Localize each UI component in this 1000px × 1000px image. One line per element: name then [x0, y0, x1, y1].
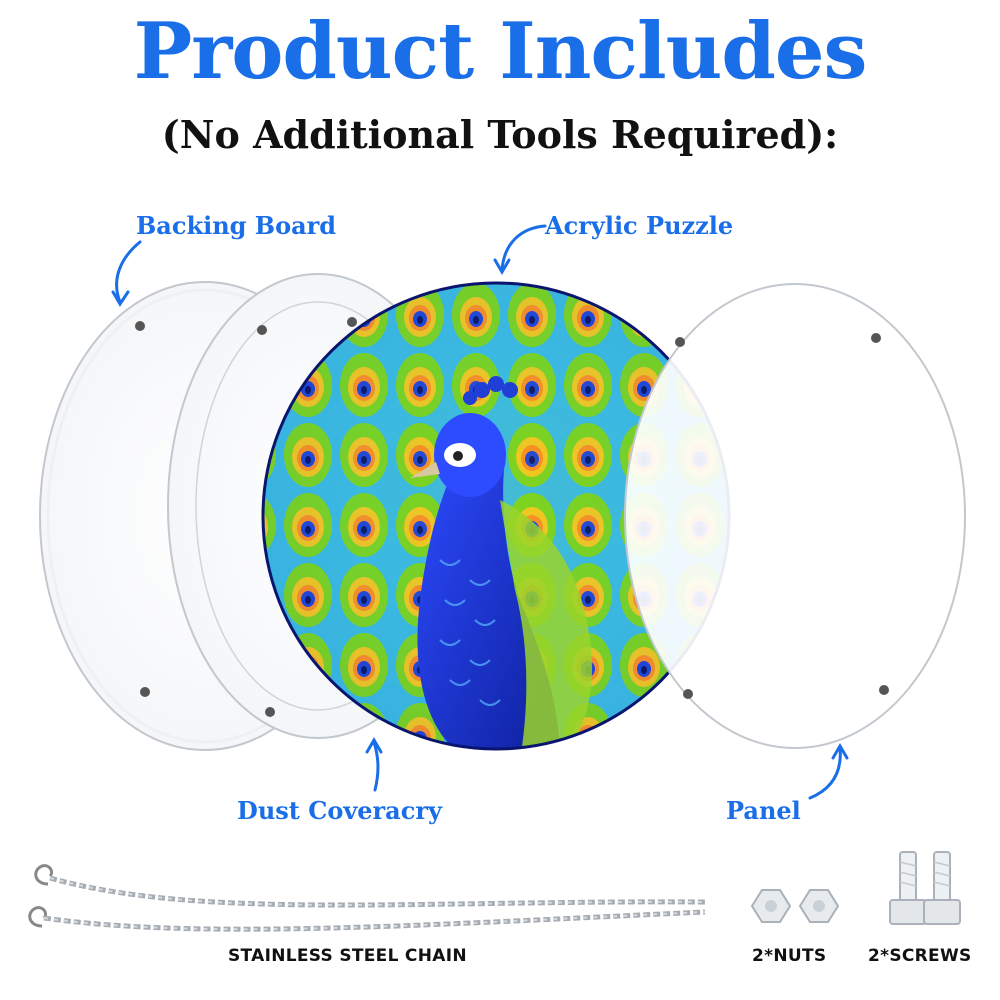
nuts-caption: 2*NUTS: [752, 946, 827, 966]
screws-illustration: [889, 851, 961, 925]
dust-cover-label: Dust Coveracry: [237, 796, 442, 825]
label-arrows: [111, 224, 849, 800]
backing-board-label: Backing Board: [136, 211, 337, 240]
screws-caption: 2*SCREWS: [868, 946, 972, 966]
page-subtitle: (No Additional Tools Required):: [161, 112, 839, 157]
page-title: Product Includes: [133, 6, 868, 97]
panel-arrow: [808, 746, 842, 800]
panel-label: Panel: [726, 796, 801, 825]
nuts-illustration: [750, 889, 840, 923]
acrylic-puzzle-arrow: [500, 224, 547, 272]
chain-illustration: [28, 864, 706, 932]
panel-disc: [624, 283, 966, 749]
acrylic-puzzle-label: Acrylic Puzzle: [545, 211, 734, 240]
backing-board-arrow: [115, 240, 142, 304]
chain-caption: STAINLESS STEEL CHAIN: [228, 946, 467, 966]
dust-cover-arrow: [372, 740, 380, 792]
